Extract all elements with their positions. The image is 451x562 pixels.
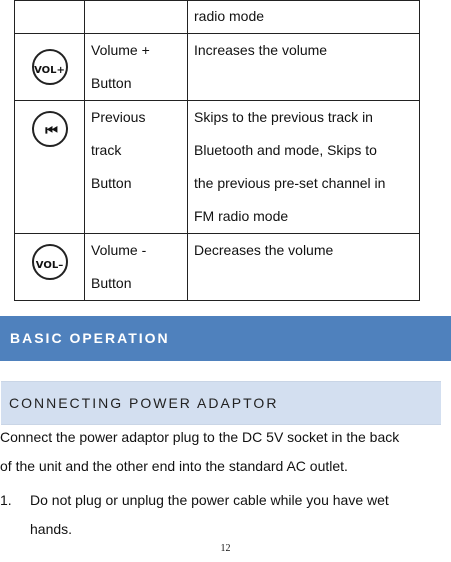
list-item-text: Do not plug or unplug the power cable wh… xyxy=(30,486,445,544)
name-cell xyxy=(84,0,188,34)
button-function-table: radio mode VOL+ Volume + Button Increase… xyxy=(14,0,420,301)
description-line: FM radio mode xyxy=(194,208,289,224)
button-name-line: Button xyxy=(91,75,132,91)
button-name-line: Button xyxy=(91,275,132,291)
body-paragraph: Connect the power adaptor plug to the DC… xyxy=(0,425,451,478)
previous-track-icon: ⏮ xyxy=(31,111,68,147)
description-text: radio mode xyxy=(194,8,265,24)
subsection-heading: CONNECTING POWER ADAPTOR xyxy=(1,381,441,425)
paragraph-line: of the unit and the other end into the s… xyxy=(0,458,348,474)
page-number: 12 xyxy=(220,543,231,554)
volume-minus-icon: VOL– xyxy=(31,244,68,280)
button-name-line: Previous xyxy=(91,109,146,125)
description-cell: Decreases the volume xyxy=(187,233,420,301)
description-cell: radio mode xyxy=(187,0,420,34)
section-heading: BASIC OPERATION xyxy=(0,316,451,361)
name-cell: Previous track Button xyxy=(84,100,188,234)
list-item-line: hands. xyxy=(30,521,73,537)
description-line: Increases the volume xyxy=(194,42,328,58)
button-name-line: Button xyxy=(91,175,132,191)
table-row: VOL+ Volume + Button Increases the volum… xyxy=(14,33,420,101)
icon-cell: VOL– xyxy=(14,233,85,301)
list-item-line: Do not plug or unplug the power cable wh… xyxy=(30,492,389,508)
paragraph-line: Connect the power adaptor plug to the DC… xyxy=(0,429,400,445)
icon-cell: VOL+ xyxy=(14,33,85,101)
description-cell: Skips to the previous track in Bluetooth… xyxy=(187,100,420,234)
description-line: Decreases the volume xyxy=(194,242,334,258)
icon-cell xyxy=(14,0,85,34)
button-name-line: track xyxy=(91,142,122,158)
description-cell: Increases the volume xyxy=(187,33,420,101)
name-cell: Volume + Button xyxy=(84,33,188,101)
description-line: Bluetooth and mode, Skips to xyxy=(194,142,377,158)
table-row: ⏮ Previous track Button Skips to the pre… xyxy=(14,100,420,234)
name-cell: Volume - Button xyxy=(84,233,188,301)
table-row: VOL– Volume - Button Decreases the volum… xyxy=(14,233,420,301)
table-row: radio mode xyxy=(14,0,420,34)
button-name-line: Volume + xyxy=(91,42,150,58)
volume-plus-icon: VOL+ xyxy=(31,49,68,85)
button-name-line: Volume - xyxy=(91,242,147,258)
icon-cell: ⏮ xyxy=(14,100,85,234)
description-line: the previous pre-set channel in xyxy=(194,175,386,191)
description-line: Skips to the previous track in xyxy=(194,109,373,125)
list-number: 1. xyxy=(0,492,12,508)
